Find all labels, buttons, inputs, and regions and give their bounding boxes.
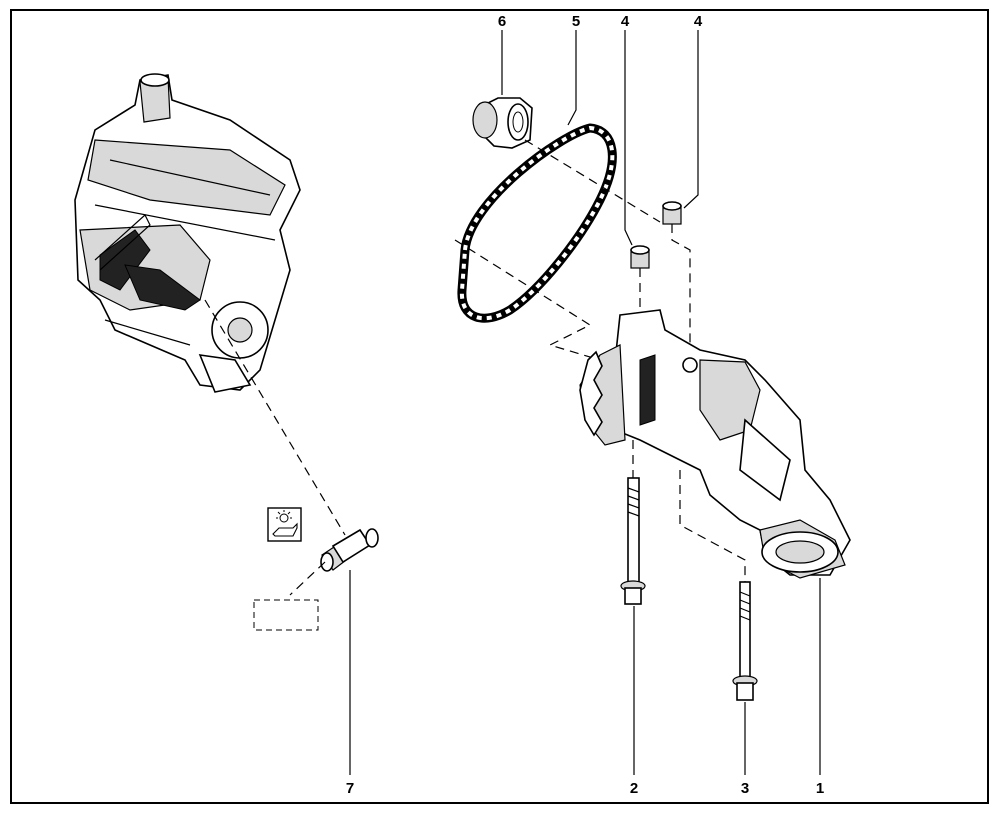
switch-location-box [253, 599, 319, 631]
callout-4-left: 4 [621, 13, 630, 30]
callout-2: 2 [630, 780, 638, 797]
drive-sprocket [472, 97, 533, 149]
callout-7: 7 [346, 780, 354, 797]
diagram-frame [10, 9, 989, 804]
switch-locator-dash [289, 561, 326, 596]
chain-path-dash-top [524, 139, 661, 223]
dowel-pin-right [662, 201, 682, 225]
dowel-right-dash [671, 224, 691, 360]
callout-5: 5 [572, 13, 580, 30]
engine-assembly [74, 73, 301, 393]
oil-can-warning-icon [267, 507, 302, 542]
bolt-short-dash [679, 470, 746, 590]
timing-chain [457, 123, 617, 323]
callout-6: 6 [498, 13, 506, 30]
callout-3: 3 [741, 780, 749, 797]
oil-pump-assembly [579, 309, 851, 579]
dowel-pin-left [630, 245, 650, 269]
chain-path-dash-bottom [454, 239, 601, 361]
leader-lines [349, 30, 821, 775]
short-bolt [732, 581, 758, 701]
callout-1: 1 [816, 780, 824, 797]
assembly-path-switch [204, 299, 346, 536]
oil-pressure-switch [320, 528, 379, 572]
callout-4-right: 4 [694, 13, 703, 30]
long-bolt [620, 477, 646, 605]
